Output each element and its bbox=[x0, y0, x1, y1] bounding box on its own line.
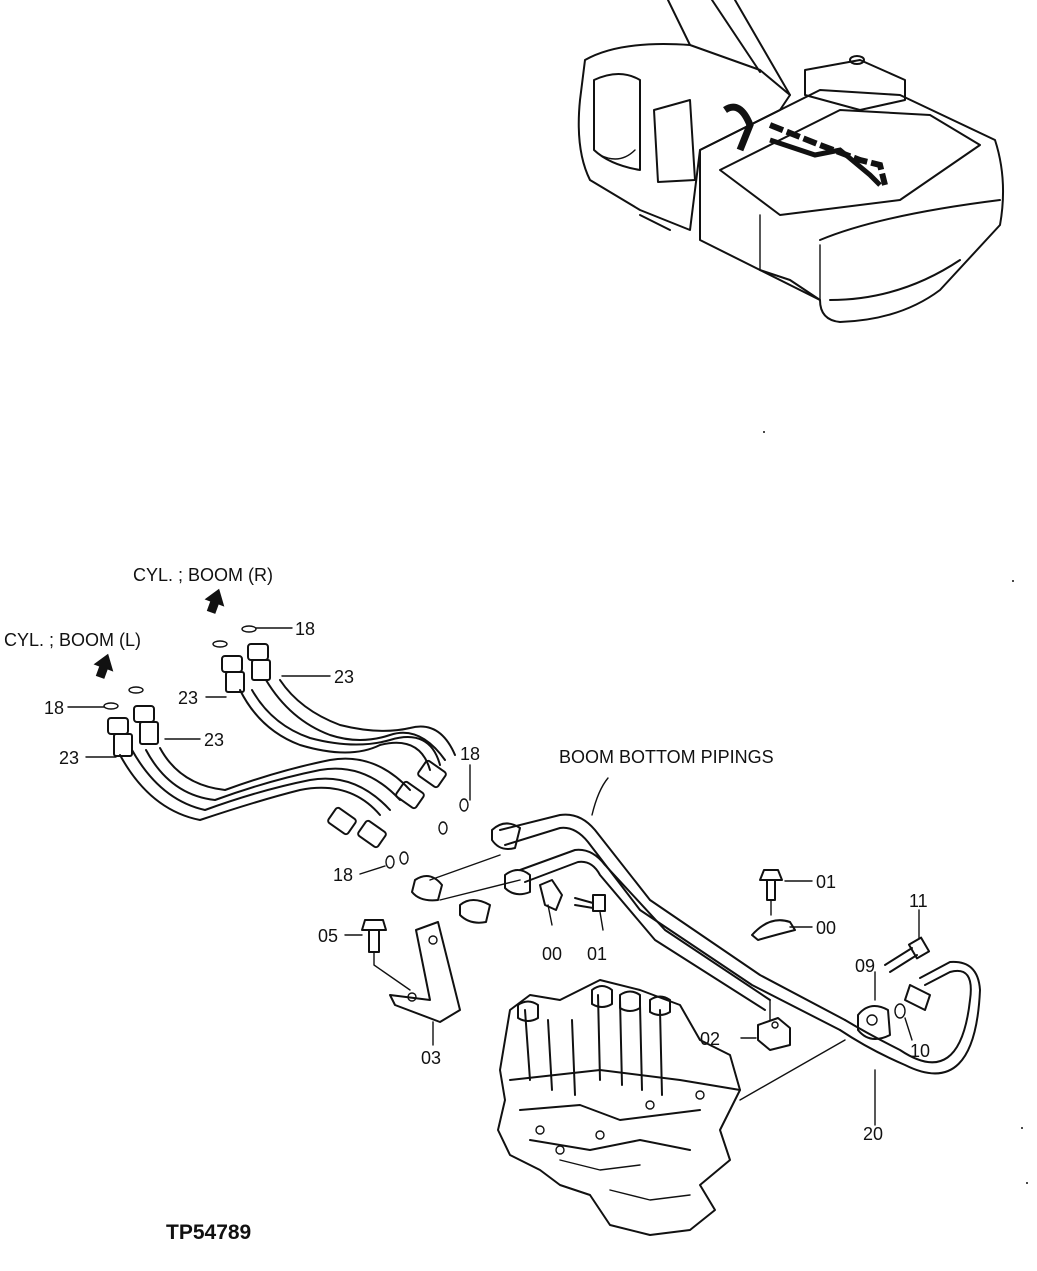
up-arrow-icon bbox=[204, 588, 225, 614]
callout-00: 00 bbox=[542, 944, 562, 964]
control-valve bbox=[497, 979, 741, 1236]
callout-18: 18 bbox=[295, 619, 315, 639]
callout-00: 00 bbox=[816, 918, 836, 938]
callout-05: 05 bbox=[318, 926, 338, 946]
callout-01: 01 bbox=[587, 944, 607, 964]
scan-specks bbox=[763, 431, 1028, 1184]
figure-id: TP54789 bbox=[166, 1221, 251, 1244]
callout-02: 02 bbox=[700, 1029, 720, 1049]
hose-assemblies bbox=[103, 625, 469, 869]
up-arrow-icon bbox=[93, 653, 114, 679]
group-label: BOOM BOTTOM PIPINGS bbox=[559, 747, 774, 767]
callout-03: 03 bbox=[421, 1048, 441, 1068]
hardware bbox=[361, 869, 796, 1051]
callout-23: 23 bbox=[178, 688, 198, 708]
boom-bottom-pipings bbox=[411, 777, 981, 1101]
callout-11: 11 bbox=[909, 891, 928, 911]
direction-boom-left: CYL. ; BOOM (L) bbox=[4, 630, 141, 679]
callout-18: 18 bbox=[44, 698, 64, 718]
callout-10: 10 bbox=[910, 1041, 930, 1061]
callout-18: 18 bbox=[333, 865, 353, 885]
direction-label-boom-right: CYL. ; BOOM (R) bbox=[133, 565, 273, 585]
direction-label-boom-left: CYL. ; BOOM (L) bbox=[4, 630, 141, 650]
callout-23: 23 bbox=[334, 667, 354, 687]
excavator-overview bbox=[577, 0, 1005, 323]
callouts: 18 23 23 18 23 23 18 18 01 00 05 00 01 1… bbox=[44, 619, 930, 1144]
callout-23: 23 bbox=[59, 748, 79, 768]
callout-leaders bbox=[67, 627, 920, 1126]
callout-01: 01 bbox=[816, 872, 836, 892]
callout-20: 20 bbox=[863, 1124, 883, 1144]
callout-18: 18 bbox=[460, 744, 480, 764]
direction-boom-right: CYL. ; BOOM (R) bbox=[133, 565, 273, 614]
callout-09: 09 bbox=[855, 956, 875, 976]
callout-23: 23 bbox=[204, 730, 224, 750]
